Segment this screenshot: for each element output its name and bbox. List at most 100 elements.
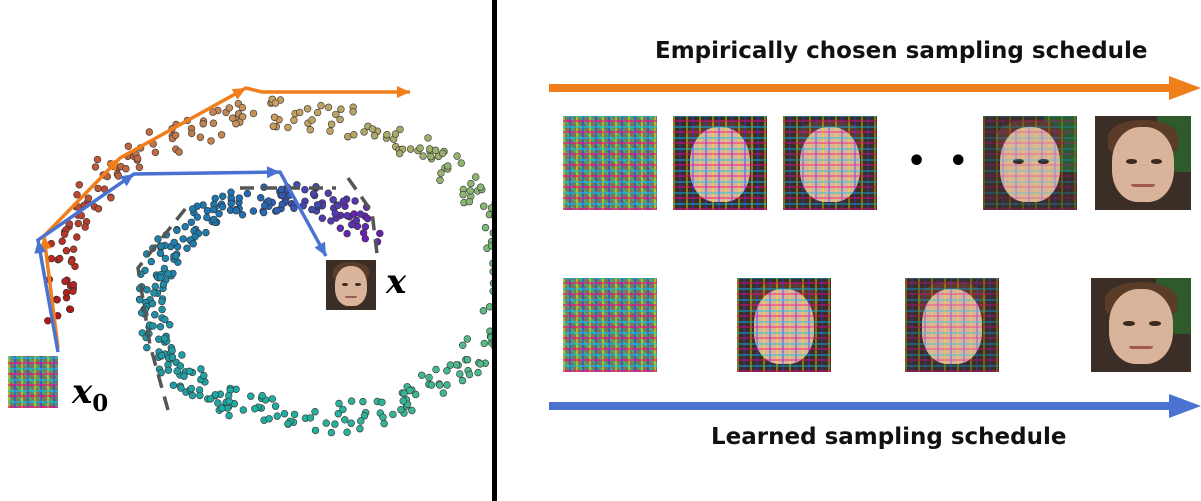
data-point bbox=[185, 367, 194, 375]
data-point bbox=[284, 123, 292, 132]
data-point bbox=[458, 376, 467, 385]
data-point bbox=[437, 169, 445, 177]
data-point bbox=[209, 108, 217, 116]
data-point bbox=[361, 223, 370, 231]
data-point bbox=[463, 356, 472, 364]
data-point bbox=[217, 131, 226, 139]
data-points bbox=[44, 95, 492, 437]
data-point bbox=[465, 197, 474, 206]
data-point bbox=[67, 258, 76, 266]
data-point bbox=[311, 426, 320, 435]
data-point bbox=[225, 411, 233, 420]
data-point bbox=[227, 199, 235, 208]
data-point bbox=[427, 381, 436, 389]
data-point bbox=[270, 113, 279, 122]
data-point bbox=[479, 307, 488, 315]
data-point bbox=[69, 287, 77, 295]
data-point bbox=[202, 228, 210, 237]
data-point bbox=[487, 204, 492, 212]
data-point bbox=[277, 185, 286, 194]
data-point bbox=[306, 125, 314, 134]
data-point bbox=[418, 371, 426, 379]
data-point bbox=[308, 205, 316, 214]
data-point bbox=[419, 152, 427, 160]
data-point bbox=[278, 200, 286, 209]
data-point bbox=[327, 217, 335, 225]
data-point bbox=[147, 257, 156, 266]
data-point bbox=[58, 237, 66, 245]
data-point bbox=[189, 240, 197, 248]
data-point bbox=[453, 152, 461, 160]
data-point bbox=[53, 296, 61, 304]
path-arrowhead bbox=[106, 158, 120, 172]
path-arrowheads bbox=[34, 86, 410, 256]
empirical-step-4-image bbox=[983, 116, 1077, 210]
data-point bbox=[290, 116, 298, 124]
data-point bbox=[474, 368, 482, 377]
data-point bbox=[211, 391, 220, 399]
data-point bbox=[158, 297, 166, 306]
data-point bbox=[324, 189, 332, 197]
data-point bbox=[189, 205, 197, 213]
data-point bbox=[258, 392, 266, 400]
data-point bbox=[149, 322, 157, 330]
data-point bbox=[309, 190, 318, 198]
data-point bbox=[332, 110, 340, 119]
data-point bbox=[324, 103, 333, 112]
data-point bbox=[456, 370, 464, 378]
data-point bbox=[269, 122, 278, 130]
data-point bbox=[94, 205, 103, 213]
data-point bbox=[280, 410, 289, 418]
data-point bbox=[301, 186, 309, 194]
data-point bbox=[350, 131, 358, 139]
start-label: x0 bbox=[72, 372, 108, 417]
data-point bbox=[290, 204, 298, 212]
data-point bbox=[157, 351, 166, 360]
data-point bbox=[303, 105, 312, 113]
dashed-guide-left bbox=[136, 206, 188, 411]
data-point bbox=[151, 311, 159, 319]
data-point bbox=[436, 176, 444, 185]
data-point bbox=[360, 128, 368, 136]
data-point bbox=[347, 419, 355, 427]
data-point bbox=[306, 414, 315, 422]
data-point bbox=[343, 212, 351, 220]
data-point bbox=[143, 286, 151, 294]
data-point bbox=[207, 137, 215, 145]
data-point bbox=[161, 334, 169, 343]
data-point bbox=[151, 148, 160, 157]
data-point bbox=[363, 214, 372, 223]
learned-step-1-image bbox=[563, 278, 657, 372]
empirical-title: Empirically chosen sampling schedule bbox=[655, 38, 1148, 64]
data-point bbox=[341, 416, 349, 424]
data-point bbox=[352, 216, 361, 225]
data-point bbox=[94, 184, 102, 193]
data-point bbox=[444, 162, 452, 170]
path-arrowhead bbox=[119, 174, 134, 187]
data-point bbox=[313, 201, 322, 209]
data-point bbox=[151, 282, 160, 291]
data-point bbox=[296, 108, 304, 117]
data-point bbox=[357, 417, 365, 425]
data-point bbox=[327, 428, 336, 437]
data-point bbox=[44, 317, 52, 325]
start-label-subscript: 0 bbox=[92, 389, 109, 417]
empirical-step-3-image bbox=[783, 116, 877, 210]
data-point bbox=[73, 233, 81, 241]
data-point bbox=[335, 399, 343, 408]
data-point bbox=[446, 361, 454, 369]
data-point bbox=[157, 274, 165, 282]
data-point bbox=[489, 229, 492, 237]
data-point bbox=[395, 149, 404, 158]
data-point bbox=[349, 108, 357, 116]
data-point bbox=[260, 208, 268, 217]
data-point bbox=[439, 149, 447, 158]
data-point bbox=[271, 402, 280, 410]
data-point bbox=[465, 370, 474, 379]
data-point bbox=[60, 230, 69, 238]
data-point bbox=[431, 146, 440, 155]
data-point bbox=[171, 131, 180, 140]
data-point bbox=[472, 173, 480, 181]
learned-step-2-image bbox=[737, 278, 831, 372]
data-point bbox=[93, 155, 102, 164]
